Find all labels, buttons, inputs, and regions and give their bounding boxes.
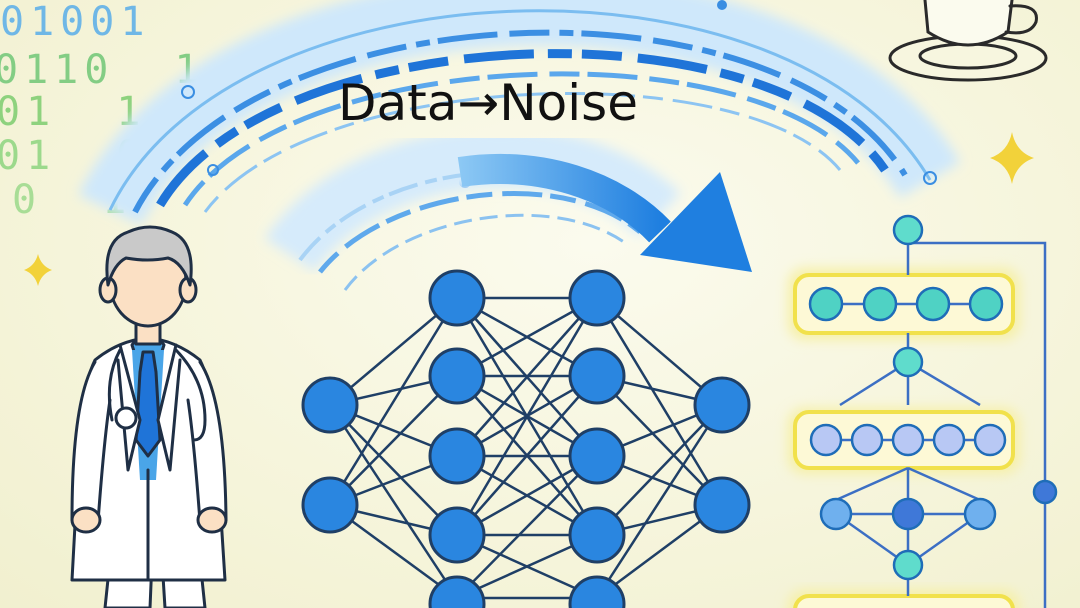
hierarchy-node bbox=[862, 286, 898, 322]
network-node bbox=[693, 476, 751, 534]
network-node bbox=[301, 376, 359, 434]
network-node bbox=[568, 575, 626, 608]
network-node bbox=[428, 269, 486, 327]
network-node bbox=[428, 506, 486, 564]
network-node bbox=[428, 427, 486, 485]
network-node bbox=[568, 427, 626, 485]
hierarchy-node bbox=[809, 423, 843, 457]
neural-network-diagram bbox=[328, 296, 724, 600]
arrow-icon bbox=[265, 127, 752, 291]
title-text: Data→Noise bbox=[338, 74, 638, 132]
network-nodes bbox=[301, 269, 751, 608]
network-node bbox=[428, 347, 486, 405]
network-node bbox=[568, 506, 626, 564]
hierarchy-node bbox=[915, 286, 951, 322]
binary-row: 01001 bbox=[0, 0, 151, 45]
hierarchy-diagram bbox=[788, 214, 1058, 608]
hierarchy-node bbox=[891, 423, 925, 457]
hierarchy-node bbox=[808, 286, 844, 322]
network-node bbox=[428, 575, 486, 608]
network-node bbox=[568, 269, 626, 327]
hierarchy-node bbox=[973, 423, 1007, 457]
doctor-figure bbox=[70, 225, 228, 608]
network-node bbox=[301, 476, 359, 534]
hierarchy-node bbox=[968, 286, 1004, 322]
sparkle-icon bbox=[24, 254, 52, 286]
network-node bbox=[568, 347, 626, 405]
hierarchy-node bbox=[932, 423, 966, 457]
coffee-cup-icon bbox=[888, 0, 1048, 82]
data-stream-arcs bbox=[78, 0, 961, 227]
binary-row: 0110 1 bbox=[0, 47, 205, 93]
hierarchy-node bbox=[850, 423, 884, 457]
network-node bbox=[693, 376, 751, 434]
sparkle-icon bbox=[990, 132, 1034, 184]
